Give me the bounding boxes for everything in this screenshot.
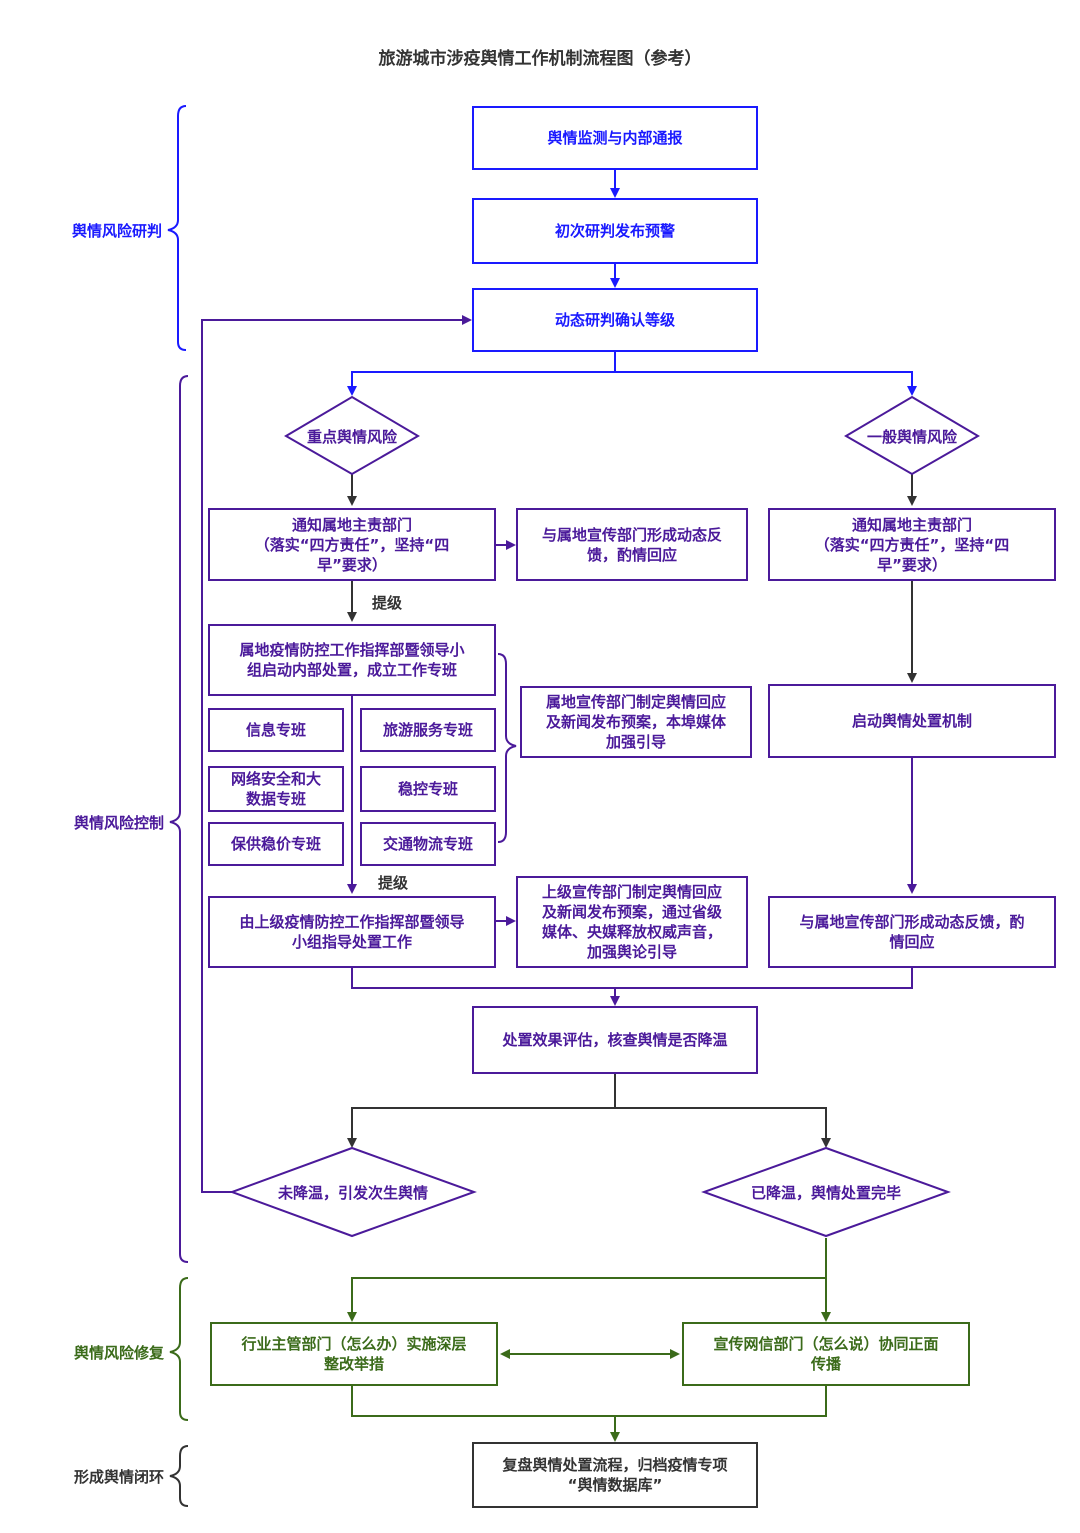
node-team-supply: 保供稳价专班 [208, 822, 344, 866]
node-not-cooled: 未降温，引发次生舆情 [277, 1183, 428, 1202]
section-label-control: 舆情风险控制 [73, 814, 164, 832]
node-local-plan: 属地宣传部门制定舆情回应 及新闻发布预案，本埠媒体 加强引导 [520, 686, 752, 758]
node-team-info: 信息专班 [208, 708, 344, 752]
node-command: 属地疫情防控工作指挥部暨领导小 组启动内部处置，成立工作专班 [208, 624, 496, 696]
node-review: 复盘舆情处置流程，归档疫情专项 “舆情数据库” [472, 1442, 758, 1508]
node-warning: 初次研判发布预警 [472, 198, 758, 264]
node-dynamic: 动态研判确认等级 [472, 288, 758, 352]
node-propaganda: 宣传网信部门（怎么说）协同正面 传播 [682, 1322, 970, 1386]
section-label-repair: 舆情风险修复 [73, 1344, 164, 1362]
escalate-label-2: 提级 [378, 874, 409, 892]
page-title: 旅游城市涉疫舆情工作机制流程图（参考） [378, 49, 702, 69]
node-feedback-right: 与属地宣传部门形成动态反馈，酌 情回应 [768, 896, 1056, 968]
escalate-label-1: 提级 [372, 594, 403, 612]
node-general-risk: 一般舆情风险 [866, 427, 957, 446]
brace-s2 [169, 375, 189, 1263]
brace-s3 [169, 1277, 189, 1421]
node-evaluate: 处置效果评估，核查舆情是否降温 [472, 1006, 758, 1074]
node-team-traffic: 交通物流专班 [360, 822, 496, 866]
brace-s4 [169, 1445, 189, 1507]
node-team-stability: 稳控专班 [360, 766, 496, 812]
node-industry: 行业主管部门（怎么办）实施深层 整改举措 [210, 1322, 498, 1386]
node-key-risk: 重点舆情风险 [306, 427, 397, 446]
node-upper-command: 由上级疫情防控工作指挥部暨领导 小组指导处置工作 [208, 896, 496, 968]
diamond-not-cooled [229, 1146, 477, 1238]
node-cooled: 已降温，舆情处置完毕 [750, 1183, 901, 1202]
node-team-network: 网络安全和大 数据专班 [208, 766, 344, 812]
diamond-general-risk [844, 395, 980, 476]
brace-s1 [167, 105, 187, 351]
node-monitor: 舆情监测与内部通报 [472, 106, 758, 170]
diamond-key-risk [284, 395, 420, 476]
diamond-cooled [701, 1146, 951, 1238]
node-notify-right: 通知属地主责部门 （落实“四方责任”，坚持“四 早”要求） [768, 508, 1056, 581]
section-label-closed-loop: 形成舆情闭环 [73, 1468, 164, 1486]
node-start-mechanism: 启动舆情处置机制 [768, 684, 1056, 758]
section-label-research: 舆情风险研判 [71, 222, 162, 240]
node-notify-left: 通知属地主责部门 （落实“四方责任”，坚持“四 早”要求） [208, 508, 496, 581]
node-team-tourism: 旅游服务专班 [360, 708, 496, 752]
node-feedback-left: 与属地宣传部门形成动态反 馈，酌情回应 [516, 508, 748, 581]
node-upper-plan: 上级宣传部门制定舆情回应 及新闻发布预案，通过省级 媒体、央媒释放权威声音， 加… [516, 876, 748, 968]
